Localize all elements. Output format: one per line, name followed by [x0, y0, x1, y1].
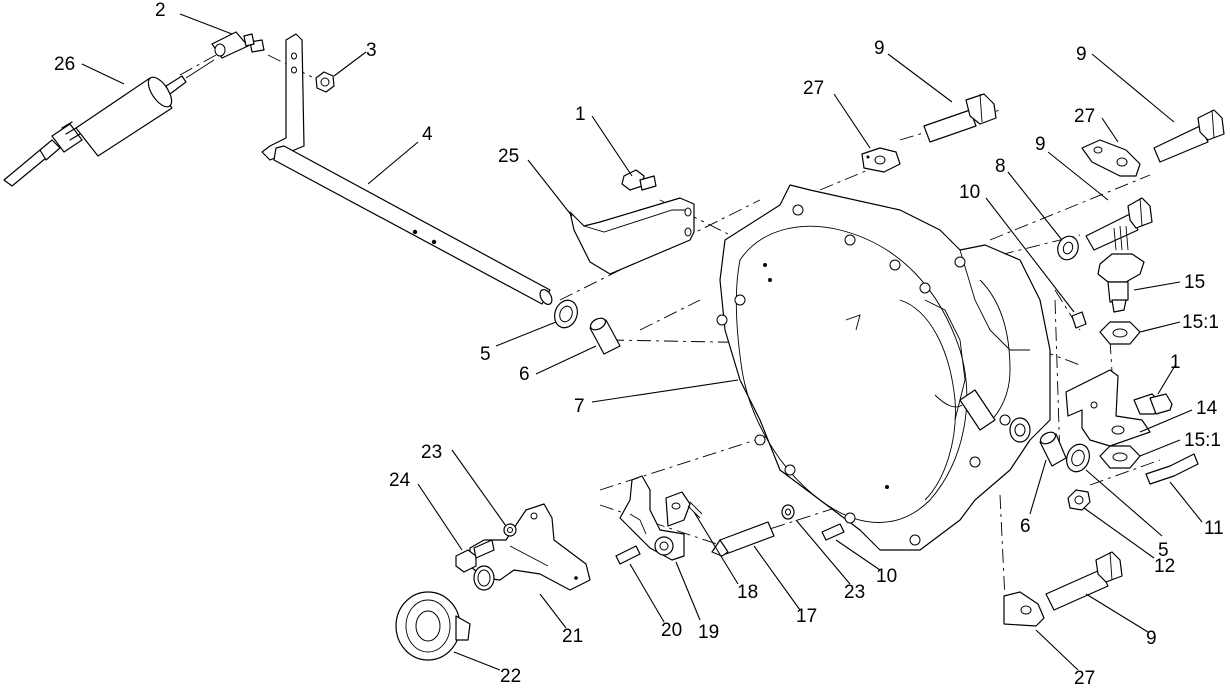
plate-top-right — [1081, 139, 1141, 177]
callout-3: 3 — [366, 40, 377, 61]
lock-washer — [781, 504, 795, 520]
callout-21: 21 — [562, 626, 583, 647]
bearing-carrier — [469, 503, 591, 591]
callout-1-right: 1 — [1170, 352, 1181, 373]
callout-9-top-center: 9 — [874, 38, 885, 59]
callout-9-top-right: 9 — [1076, 44, 1087, 65]
callout-17: 17 — [796, 606, 817, 627]
callout-23-bottom: 23 — [844, 582, 865, 603]
bolt-small-top — [621, 169, 657, 191]
bushing-left — [589, 317, 621, 355]
washer — [1057, 235, 1079, 261]
release-bearing — [395, 591, 471, 661]
callout-6-right: 6 — [1020, 516, 1031, 537]
callout-2: 2 — [155, 0, 166, 21]
switch-nut-lower — [1099, 445, 1141, 469]
callout-22: 22 — [500, 666, 521, 687]
clutch-housing — [716, 184, 1051, 551]
key — [1145, 453, 1199, 485]
bracket — [569, 197, 695, 275]
callout-11: 11 — [1204, 518, 1224, 539]
callout-5-right: 5 — [1158, 540, 1169, 561]
callout-10-top: 10 — [959, 182, 980, 203]
callout-26: 26 — [54, 54, 75, 75]
seal-left — [554, 299, 578, 329]
bolt-bottom-right — [1045, 551, 1123, 611]
dowel-pin-bottom — [821, 523, 845, 541]
callout-19: 19 — [698, 622, 719, 643]
washer-small — [503, 523, 517, 537]
bolt-mid-right — [1085, 197, 1153, 251]
dowel-pin-top — [1071, 311, 1087, 329]
callout-15: 15 — [1184, 272, 1205, 293]
bolt-top-center — [923, 93, 997, 143]
callout-27-bottom: 27 — [1074, 668, 1095, 689]
bolt-top-right — [1153, 109, 1225, 163]
callout-9-bottom: 9 — [1146, 628, 1157, 649]
seal-right — [1066, 443, 1090, 473]
bolt-small-right — [1133, 393, 1173, 415]
plate-bottom — [1003, 591, 1045, 627]
nut-lower — [1067, 489, 1091, 511]
callout-10-bottom: 10 — [876, 566, 897, 587]
callout-12: 12 — [1154, 556, 1175, 577]
callout-8: 8 — [995, 156, 1006, 177]
nut — [315, 71, 335, 93]
plate-top-left — [861, 147, 901, 173]
callout-6-left: 6 — [519, 364, 530, 385]
clutch-fork — [619, 475, 691, 561]
callout-9-mid-right: 9 — [1035, 134, 1046, 155]
callout-7: 7 — [574, 396, 585, 417]
switch — [1097, 225, 1145, 313]
clevis — [211, 31, 265, 59]
callout-24: 24 — [389, 470, 411, 491]
callout-14: 14 — [1196, 398, 1218, 419]
callout-27-top-right: 27 — [1074, 106, 1095, 127]
switch-bracket — [1065, 369, 1151, 447]
callout-labels: 2 26 3 4 1 25 27 9 9 27 9 8 10 15 15:1 1… — [54, 0, 1224, 689]
callout-15-1-lower: 15:1 — [1184, 430, 1221, 451]
clutch-shaft — [261, 33, 553, 305]
callout-4: 4 — [422, 124, 433, 145]
callout-27-top-left: 27 — [803, 78, 824, 99]
callout-1-top: 1 — [575, 104, 586, 125]
bolt-carrier — [455, 539, 495, 573]
callout-18: 18 — [737, 582, 758, 603]
bolt-bottom-long — [711, 521, 775, 557]
callout-5-left: 5 — [480, 344, 491, 365]
callout-25: 25 — [498, 146, 519, 167]
callout-15-1-upper: 15:1 — [1182, 312, 1219, 333]
roll-pin — [615, 545, 641, 565]
bushing-right — [1039, 431, 1067, 467]
callout-20: 20 — [661, 620, 682, 641]
leader-lines — [81, 13, 1203, 671]
switch-nut-upper — [1099, 321, 1141, 345]
callout-23-left: 23 — [421, 442, 442, 463]
cable-assembly — [3, 59, 215, 187]
